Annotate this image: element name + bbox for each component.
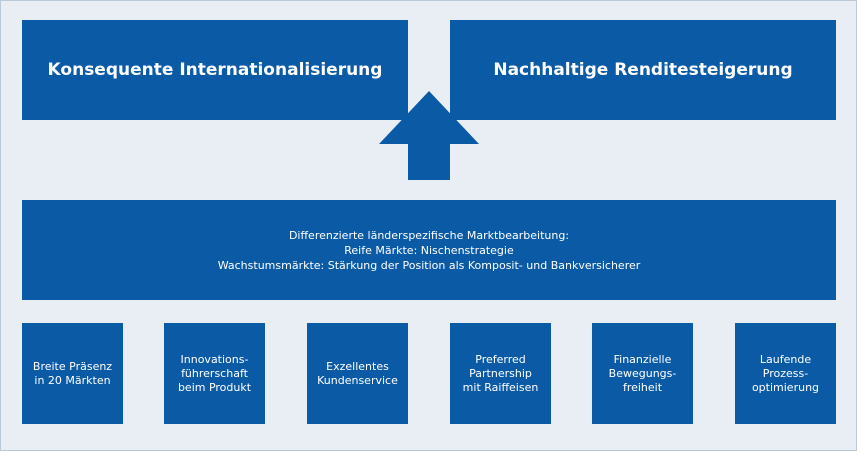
pillar-line: beim Produkt xyxy=(177,380,252,394)
pillar-customer-service: Exzellentes Kundenservice xyxy=(307,323,408,424)
pillar-partnership: Preferred Partnership mit Raiffeisen xyxy=(450,323,551,424)
strategy-box: Differenzierte länderspezifische Marktbe… xyxy=(22,200,836,300)
goal-internationalization-box: Konsequente Internationalisierung xyxy=(22,20,408,120)
pillar-line: führerschaft xyxy=(181,366,248,380)
pillar-line: Preferred xyxy=(475,352,526,366)
pillar-financial-freedom: Finanzielle Bewegungs- freiheit xyxy=(592,323,693,424)
pillar-line: Kundenservice xyxy=(317,373,398,387)
strategy-line-2: Reife Märkte: Nischenstrategie xyxy=(344,243,514,257)
pillar-line: Exzellentes xyxy=(326,359,389,373)
pillar-innovation: Innovations- führerschaft beim Produkt xyxy=(164,323,265,424)
pillar-line: Innovations- xyxy=(180,352,249,366)
pillar-line: Partnership xyxy=(469,366,532,380)
pillar-line: Prozess- xyxy=(762,366,809,380)
goal-profit-growth-box: Nachhaltige Renditesteigerung xyxy=(450,20,836,120)
pillar-line: Bewegungs- xyxy=(608,366,677,380)
goal-internationalization-label: Konsequente Internationalisierung xyxy=(47,60,383,80)
strategy-line-3: Wachstumsmärkte: Stärkung der Position a… xyxy=(217,258,641,272)
pillar-line: Finanzielle xyxy=(613,352,672,366)
pillar-line: mit Raiffeisen xyxy=(462,380,539,394)
pillar-presence: Breite Präsenz in 20 Märkten xyxy=(22,323,123,424)
goal-profit-growth-label: Nachhaltige Renditesteigerung xyxy=(493,60,793,80)
pillar-process-optimization: Laufende Prozess- optimierung xyxy=(735,323,836,424)
pillar-line: in 20 Märkten xyxy=(34,373,111,387)
pillar-line: freiheit xyxy=(622,380,663,394)
pillar-line: Laufende xyxy=(759,352,812,366)
pillar-line: Breite Präsenz xyxy=(32,359,113,373)
strategy-line-1: Differenzierte länderspezifische Marktbe… xyxy=(288,228,570,242)
pillar-line: optimierung xyxy=(751,380,820,394)
